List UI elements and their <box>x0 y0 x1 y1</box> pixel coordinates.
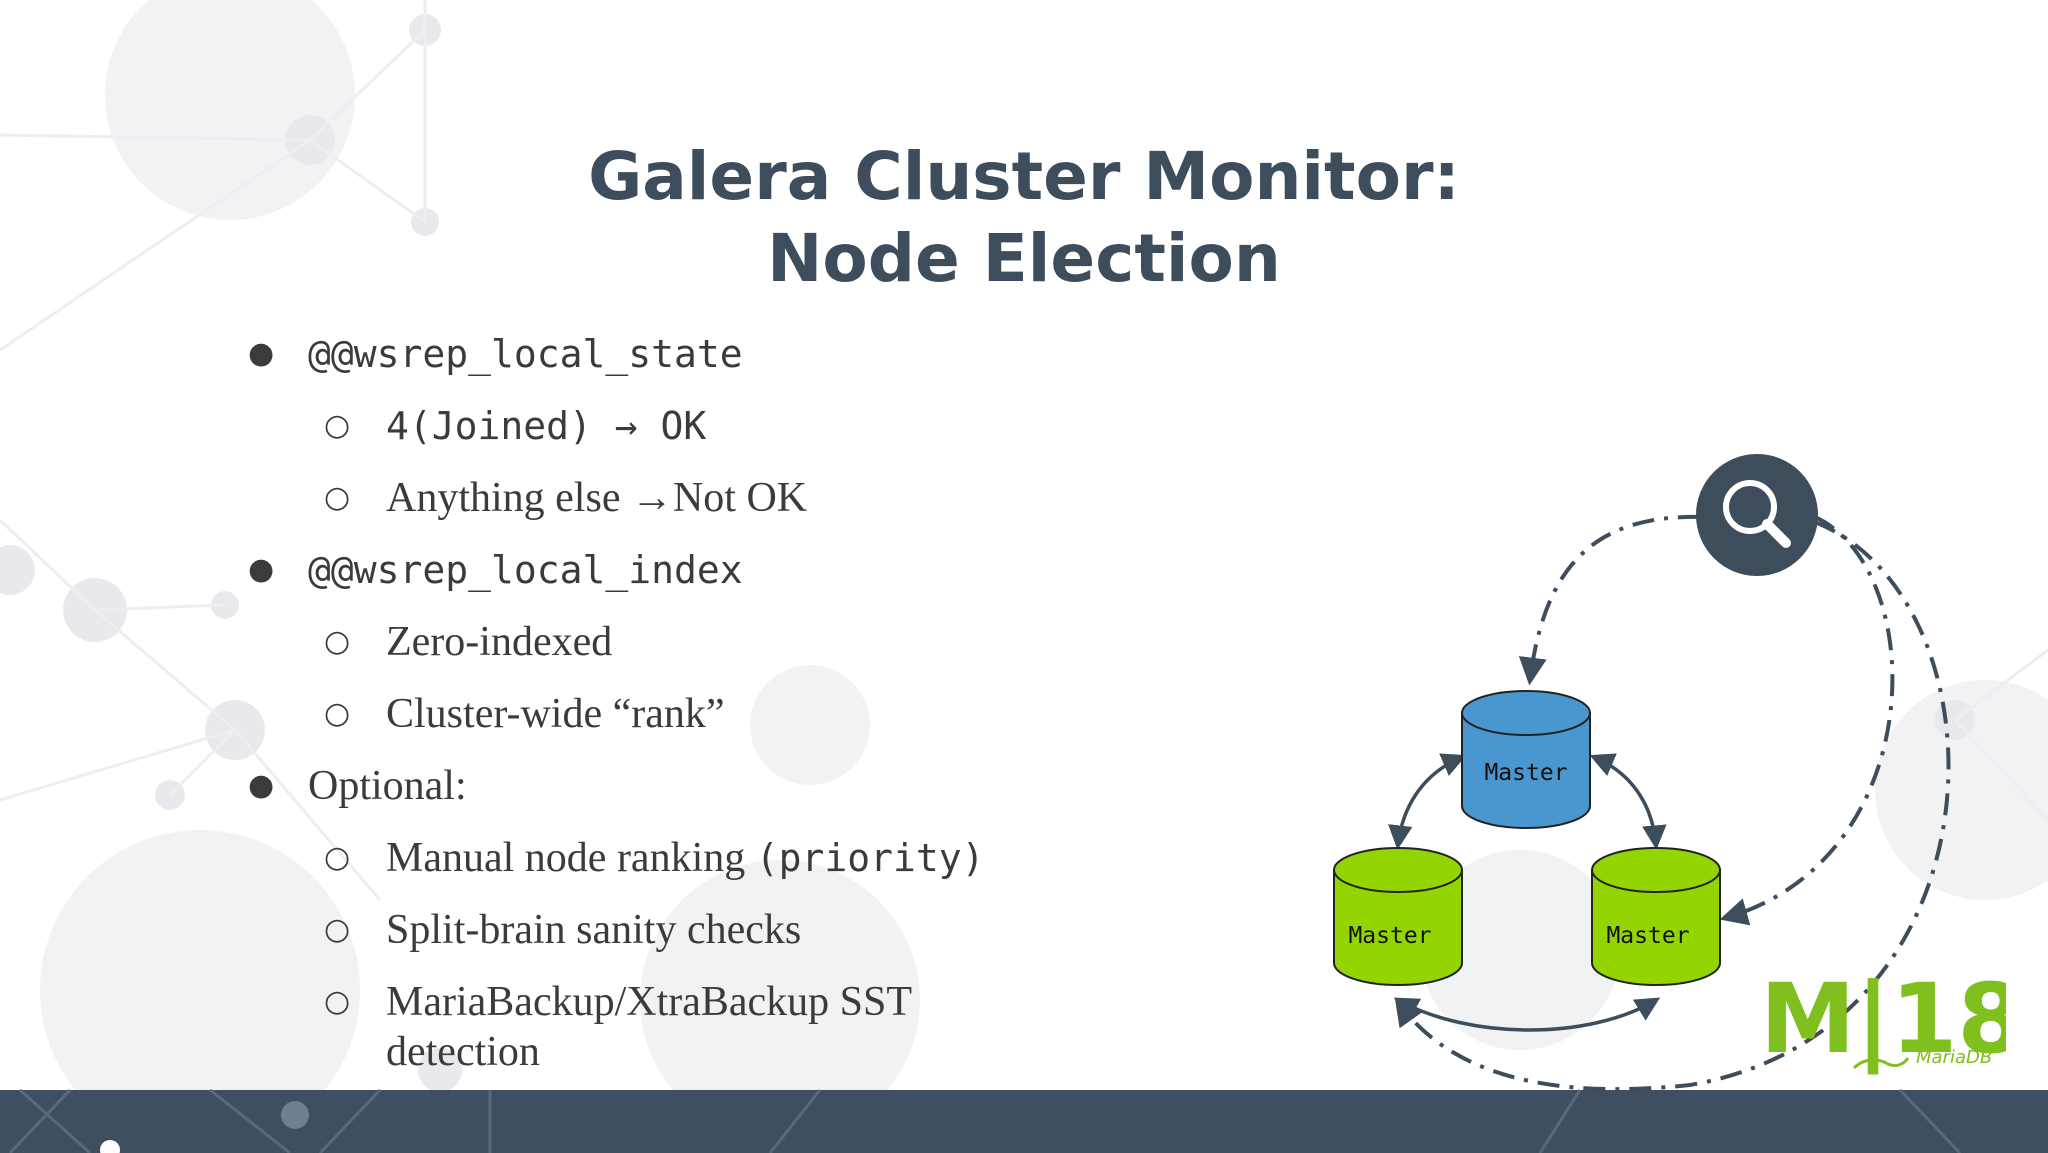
replication-arrow-left <box>1388 753 1467 850</box>
bullet-marker: ● <box>248 336 275 371</box>
priority-code: (priority) <box>755 836 985 880</box>
m18-logo: M|18 MariaDB <box>1760 963 2006 1076</box>
monitor-node <box>1696 454 1818 576</box>
search-icon <box>1723 480 1791 548</box>
sub-bullet-marker: ○ <box>324 408 351 443</box>
monitor-arc-top <box>1518 514 1701 686</box>
monitor-arc-right <box>1719 515 1895 926</box>
seal-icon <box>1852 1057 1910 1070</box>
master-label-top: Master <box>1484 760 1567 786</box>
master-label-right: Master <box>1606 923 1689 949</box>
master-node-right: Master <box>1591 847 1721 986</box>
sub-bullet-marker: ○ <box>324 984 351 1019</box>
manual-ranking-text: Manual node ranking <box>386 835 756 881</box>
bullet-wsrep-local-index: @@wsrep_local_index <box>308 548 743 592</box>
sub-bullet-marker: ○ <box>324 480 351 515</box>
sub-bullet-zero-indexed: Zero-indexed <box>386 619 613 665</box>
master-node-left: Master <box>1333 847 1463 986</box>
sub-bullet-not-ok: Anything else →Not OK <box>386 475 808 521</box>
replication-arrow-bottom <box>1393 997 1661 1032</box>
bullet-optional: Optional: <box>308 763 467 809</box>
master-node-top: Master <box>1461 690 1591 829</box>
sub-bullet-marker: ○ <box>324 696 351 731</box>
sub-bullet-marker: ○ <box>324 624 351 659</box>
sub-bullet-joined-ok: 4(Joined) → OK <box>386 404 707 448</box>
sub-bullet-marker: ○ <box>324 840 351 875</box>
logo-text: M|18 <box>1760 963 2006 1076</box>
sub-bullet-manual-ranking: Manual node ranking (priority) <box>386 832 985 884</box>
sub-bullet-marker: ○ <box>324 912 351 947</box>
logo-brand: MariaDB <box>1916 1047 1992 1068</box>
slide-title-line2: Node Election <box>767 220 1281 297</box>
bullet-wsrep-local-state: @@wsrep_local_state <box>308 332 743 376</box>
bullet-marker: ● <box>248 552 275 587</box>
sub-bullet-sst-detection-line1: MariaBackup/XtraBackup SST <box>386 979 913 1025</box>
sub-bullet-sst-detection-line2: detection <box>386 1029 540 1075</box>
master-label-left: Master <box>1348 923 1431 949</box>
bullet-marker: ● <box>248 768 275 803</box>
slide-title-line1: Galera Cluster Monitor: <box>588 138 1460 215</box>
replication-arrow-right <box>1589 753 1667 850</box>
sub-bullet-split-brain: Split-brain sanity checks <box>386 907 802 953</box>
sub-bullet-cluster-rank: Cluster-wide “rank” <box>386 691 725 737</box>
